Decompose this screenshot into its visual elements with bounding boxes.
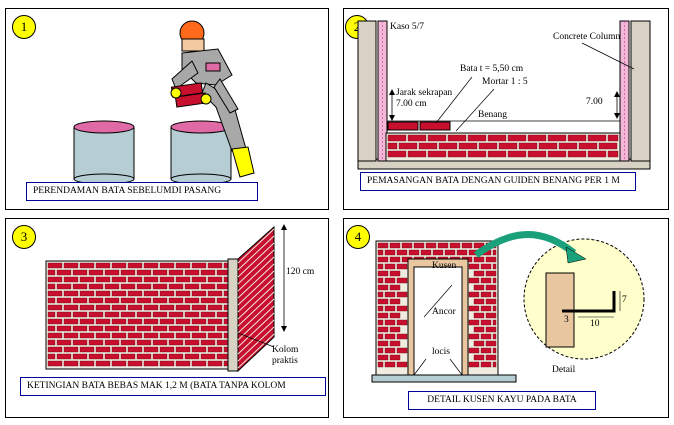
detail-label: Detail [552, 365, 576, 375]
door-frame-illustration [371, 231, 645, 383]
benang-label: Benang [478, 110, 508, 120]
soaking-illustration [73, 20, 255, 185]
detail-dim-7: 7 [622, 295, 627, 305]
kaso-label: Kaso 5/7 [390, 22, 425, 32]
kusen-label: Kusen [432, 261, 457, 271]
bata-label: Bata t = 5,50 cm [460, 64, 524, 74]
panel-2-caption: PEMASANGAN BATA DENGAN GUIDEN BENANG PER… [360, 172, 636, 191]
panel-3-height-limit: 3 120 cm Kolom praktis KETINGIAN BATA BE… [5, 218, 329, 418]
locis-label: locis [432, 347, 450, 357]
right-height-label: 7.00 [586, 97, 603, 107]
front-brick-wall [47, 262, 231, 367]
laying-illustration [357, 20, 651, 170]
wall-height-label: 120 cm [286, 267, 315, 277]
jarak-label: Jarak sekrapan [396, 88, 453, 98]
step-number-badge: 3 [12, 225, 36, 249]
step-number-badge: 4 [346, 225, 370, 249]
panel-4-frame-detail: 4 Kusen Ancor locis Detail 3 10 7 DETAIL… [343, 218, 669, 418]
concrete-column-label: Concrete Column [553, 32, 621, 42]
detail-dim-10: 10 [590, 319, 600, 329]
free-wall-illustration [45, 224, 287, 373]
praktis-label: praktis [272, 356, 298, 366]
panel-3-caption: KETINGIAN BATA BEBAS MAK 1,2 M (BATA TAN… [20, 377, 326, 396]
panel-1-soaking: 1 PERENDAMAN BATA SEBELUMDI PASANG [5, 8, 329, 210]
panel-4-caption: DETAIL KUSEN KAYU PADA BATA [408, 391, 596, 410]
ancor-label: Ancor [432, 307, 456, 317]
kolom-label: Kolom [272, 345, 299, 355]
detail-dim-3: 3 [564, 315, 569, 325]
jarak-value-label: 7.00 cm [396, 99, 427, 109]
step-number-badge: 1 [12, 15, 36, 39]
brick-courses [387, 134, 619, 158]
side-brick-wall [237, 228, 275, 369]
panel-2-laying: 2 Kaso 5/7 Concrete Column Bata t = 5,50… [343, 8, 669, 210]
mortar-label: Mortar 1 : 5 [482, 77, 528, 87]
panel-1-caption: PERENDAMAN BATA SEBELUMDI PASANG [26, 182, 258, 201]
